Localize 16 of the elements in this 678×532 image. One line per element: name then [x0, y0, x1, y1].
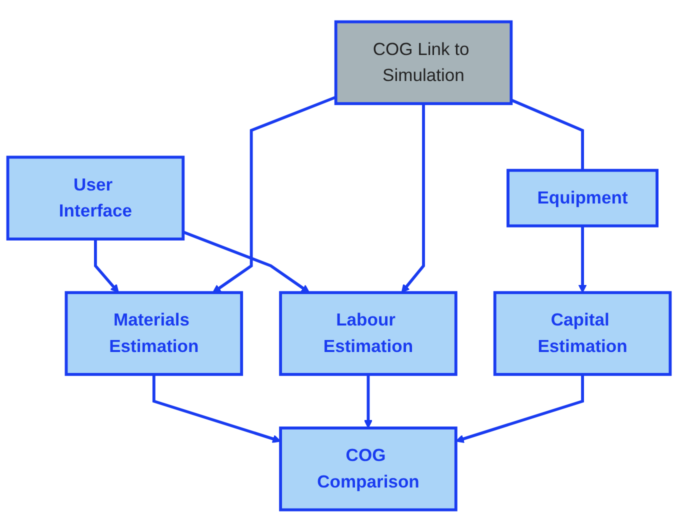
arrow	[578, 226, 587, 294]
arrow	[364, 374, 372, 429]
node-box: Materials Estimation	[64, 291, 244, 376]
arrow	[401, 104, 425, 294]
arrow	[152, 374, 281, 444]
connector	[510, 98, 584, 171]
node-box: Labour Estimation	[279, 291, 458, 376]
arrow	[212, 96, 336, 294]
node-box: Capital Estimation	[493, 291, 672, 376]
arrow	[456, 374, 584, 444]
node-box: COG Link to Simulation	[334, 20, 513, 106]
arrow	[94, 239, 119, 294]
arrow	[182, 230, 310, 294]
node-box: COG Comparison	[279, 426, 458, 512]
node-box: Equipment	[506, 169, 659, 228]
node-box: User Interface	[6, 156, 185, 241]
